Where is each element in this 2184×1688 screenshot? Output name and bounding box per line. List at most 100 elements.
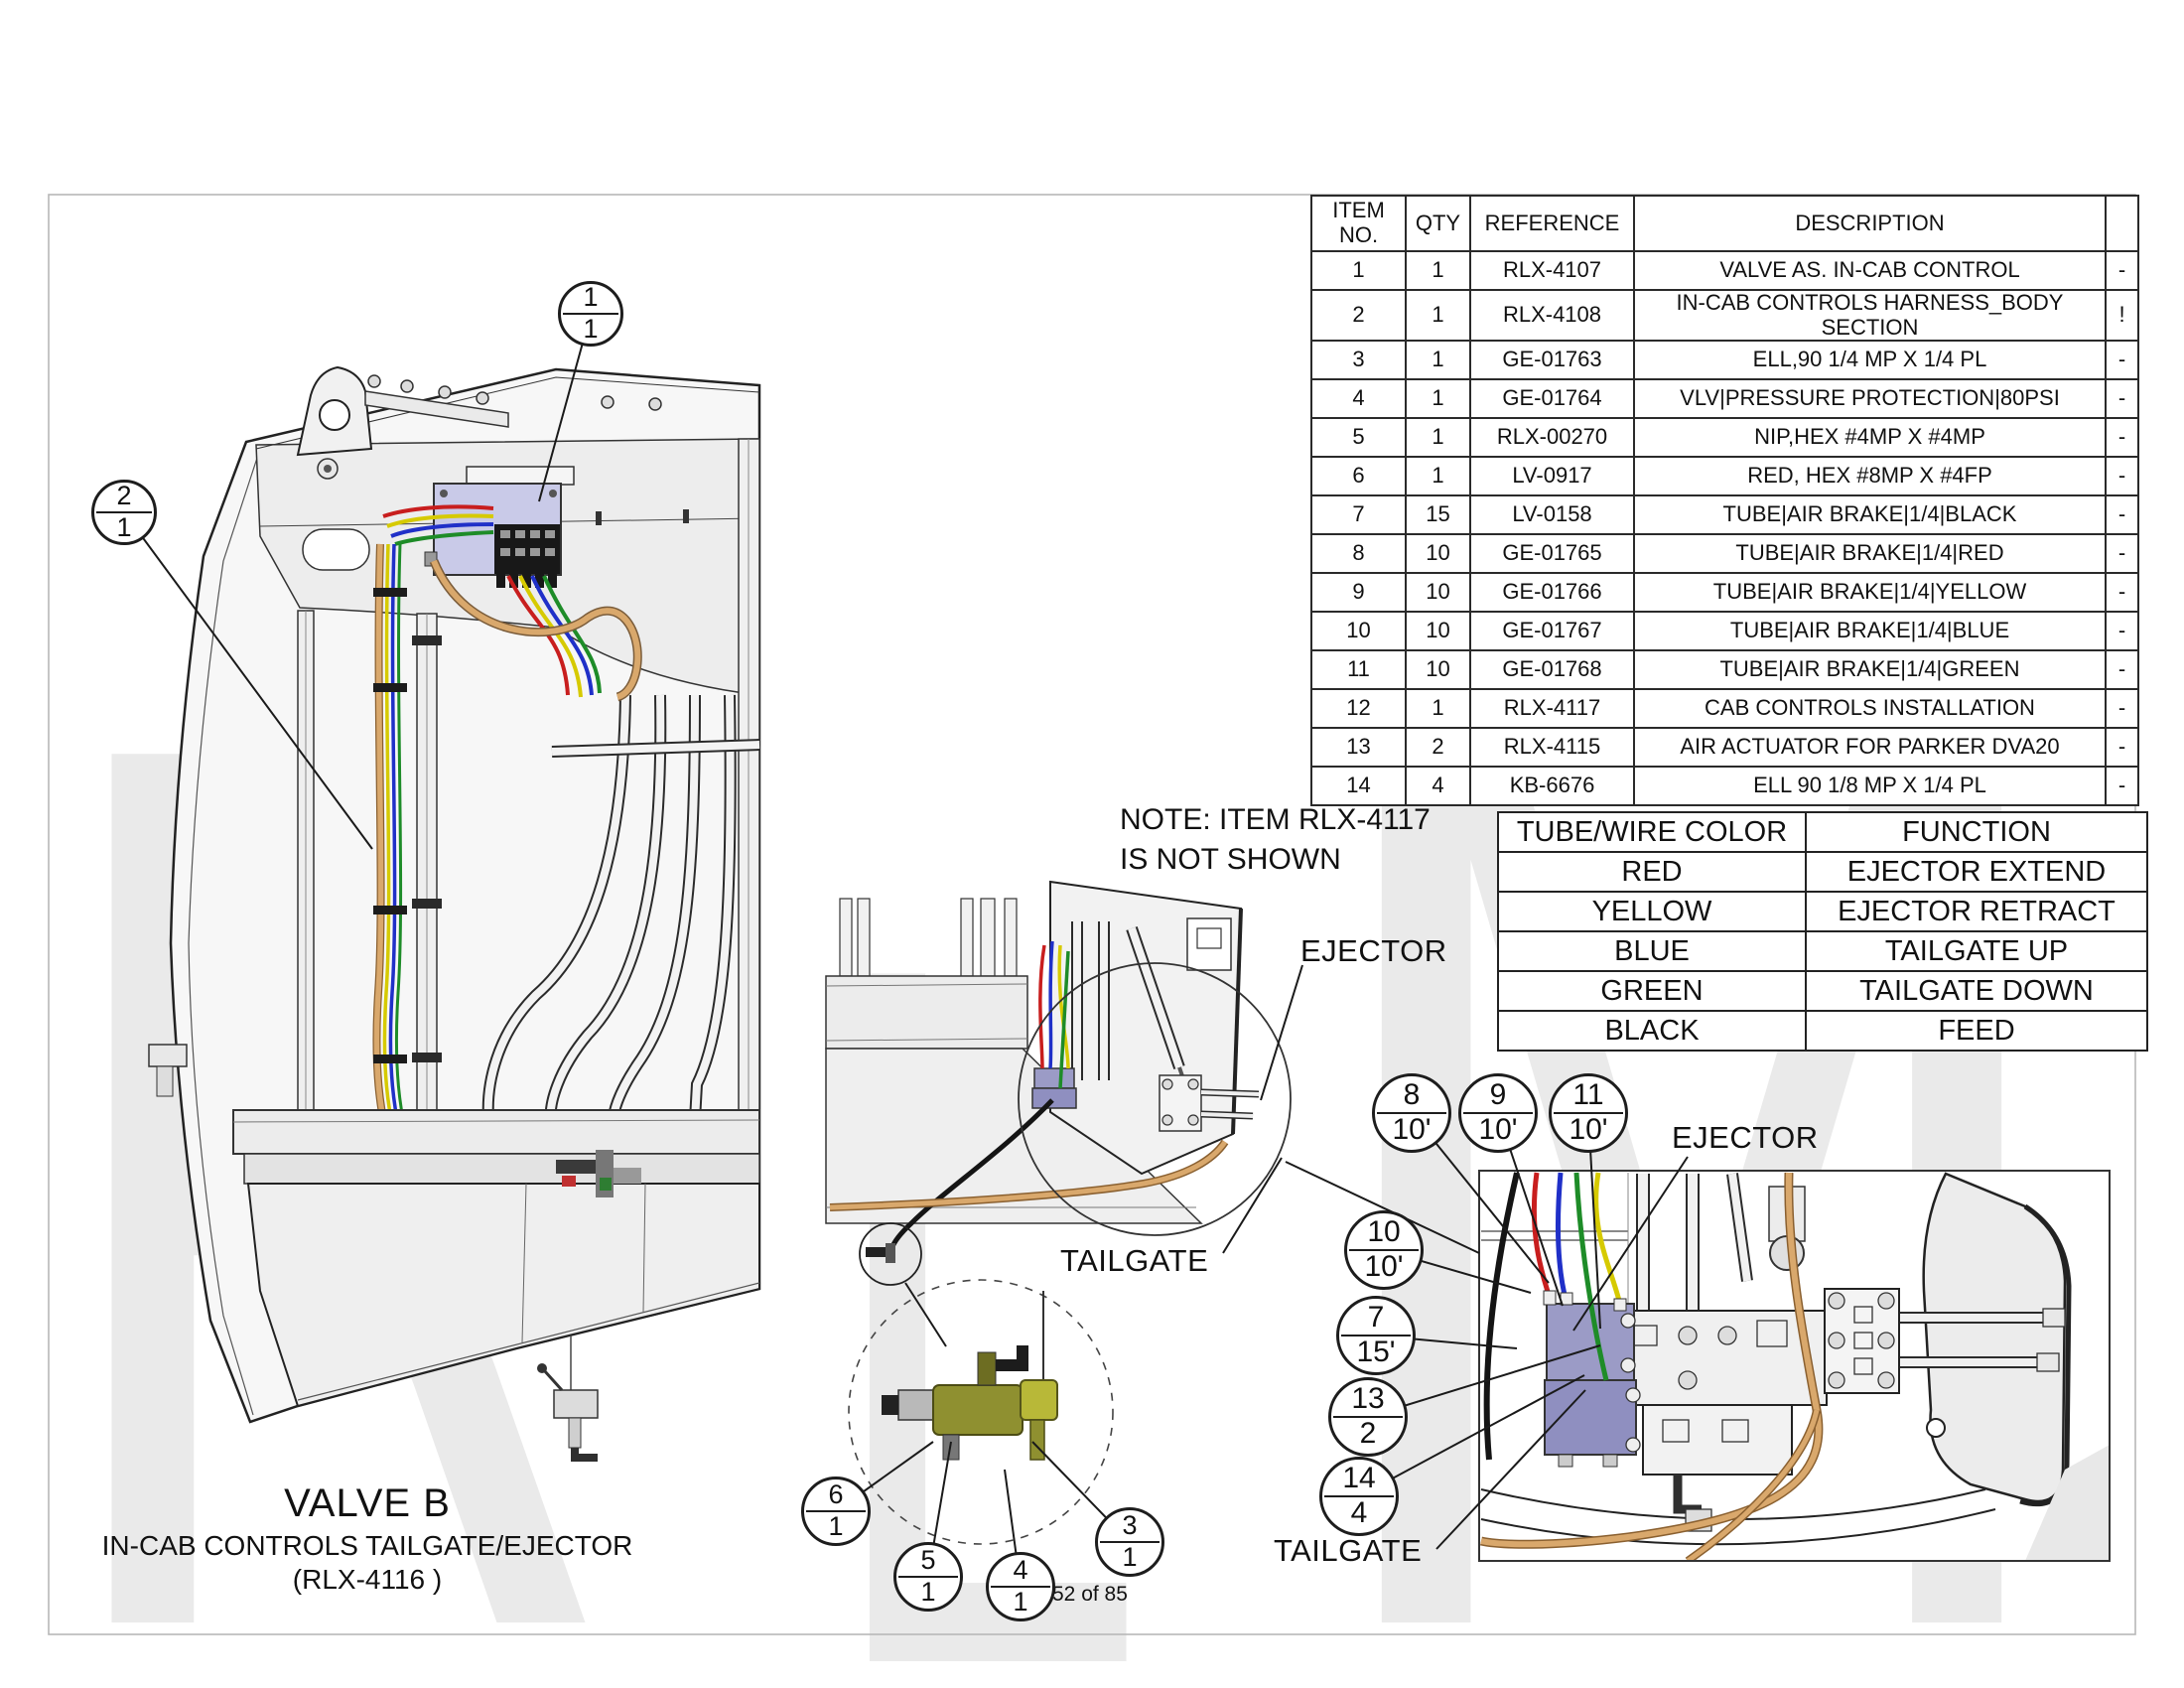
balloon-divider (95, 511, 153, 513)
table-cell-desc: VLV|PRESSURE PROTECTION|80PSI (1633, 378, 2107, 420)
table-cell-desc: TUBE|AIR BRAKE|1/4|BLUE (1633, 611, 2107, 652)
balloon-divider (1324, 1495, 1394, 1497)
clamp-bolts (367, 374, 662, 411)
balloon-item-number: 4 (1013, 1555, 1028, 1586)
table-cell: TAILGATE DOWN (1805, 970, 2148, 1012)
drawing-title: VALVE B (284, 1481, 451, 1525)
balloon-qty: 10' (1364, 1250, 1404, 1283)
table-cell: BLACK (1497, 1010, 1807, 1052)
tailgate-label-right: TAILGATE (1274, 1533, 1423, 1568)
table-cell-flag: - (2105, 250, 2139, 291)
table-cell-qty: 1 (1405, 417, 1471, 459)
table-cell-item: 14 (1310, 766, 1407, 807)
balloon-item-number: 8 (1403, 1078, 1421, 1112)
column-header: FUNCTION (1805, 811, 2148, 853)
right-drawing-frame (1478, 1170, 2111, 1562)
table-cell-ref: GE-01767 (1469, 611, 1635, 652)
table-cell-qty: 15 (1405, 494, 1471, 536)
balloon-divider (1099, 1541, 1160, 1543)
table-cell-item: 9 (1310, 572, 1407, 614)
balloon-divider (990, 1586, 1051, 1588)
column-header (2105, 195, 2139, 252)
table-cell-desc: CAB CONTROLS INSTALLATION (1633, 688, 2107, 730)
table-cell-item: 8 (1310, 533, 1407, 575)
detail-circle-middle (1018, 962, 1292, 1236)
column-header: DESCRIPTION (1633, 195, 2107, 252)
table-cell-ref: GE-01765 (1469, 533, 1635, 575)
table-cell-ref: GE-01768 (1469, 649, 1635, 691)
balloon-divider (1463, 1112, 1533, 1114)
table-cell-flag: - (2105, 533, 2139, 575)
middle-drawing (825, 880, 1292, 1286)
table-cell-item: 4 (1310, 378, 1407, 420)
balloon-qty: 1 (1122, 1542, 1138, 1572)
table-cell-ref: RLX-4115 (1469, 727, 1635, 769)
balloon-item-number: 3 (1122, 1510, 1138, 1541)
table-cell: FEED (1805, 1010, 2148, 1052)
table-cell-item: 3 (1310, 340, 1407, 381)
balloon-qty: 1 (828, 1511, 844, 1541)
table-cell: TAILGATE UP (1805, 930, 2148, 972)
balloon-item-number: 2 (116, 481, 132, 511)
balloon-item-number: 7 (1367, 1301, 1385, 1335)
balloon-qty: 1 (1013, 1587, 1028, 1617)
note-text: NOTE: ITEM RLX-4117 IS NOT SHOWN (1120, 800, 1431, 880)
table-cell-qty: 1 (1405, 288, 1471, 343)
table-cell: EJECTOR RETRACT (1805, 891, 2148, 932)
table-cell-desc: NIP,HEX #4MP X #4MP (1633, 417, 2107, 459)
table-cell-ref: LV-0158 (1469, 494, 1635, 536)
table-cell-ref: RLX-4117 (1469, 688, 1635, 730)
table-cell-qty: 1 (1405, 250, 1471, 291)
table-cell-ref: GE-01763 (1469, 340, 1635, 381)
table-cell-item: 13 (1310, 727, 1407, 769)
table-cell-desc: ELL,90 1/4 MP X 1/4 PL (1633, 340, 2107, 381)
balloon-item-number: 5 (920, 1545, 936, 1576)
column-header: ITEM NO. (1310, 195, 1407, 252)
table-cell-qty: 10 (1405, 572, 1471, 614)
tailgate-label-middle: TAILGATE (1060, 1243, 1209, 1278)
table-cell-desc: TUBE|AIR BRAKE|1/4|YELLOW (1633, 572, 2107, 614)
hoses (481, 694, 760, 1123)
table-cell: RED (1497, 851, 1807, 893)
drawing-part-number: (RLX-4116 ) (292, 1564, 443, 1595)
balloon-item-number: 1 (583, 282, 599, 313)
balloon-divider (805, 1510, 867, 1512)
column-header: QTY (1405, 195, 1471, 252)
table-cell-item: 12 (1310, 688, 1407, 730)
table-cell-item: 7 (1310, 494, 1407, 536)
balloon-qty: 15' (1356, 1336, 1396, 1368)
table-cell-ref: KB-6676 (1469, 766, 1635, 807)
detail-circle-bottom (848, 1279, 1114, 1545)
table-cell-qty: 1 (1405, 688, 1471, 730)
table-cell-desc: AIR ACTUATOR FOR PARKER DVA20 (1633, 727, 2107, 769)
table-cell-ref: RLX-4107 (1469, 250, 1635, 291)
table-cell: EJECTOR EXTEND (1805, 851, 2148, 893)
right-drawing (1478, 1170, 2111, 1562)
column-header: REFERENCE (1469, 195, 1635, 252)
table-cell-item: 5 (1310, 417, 1407, 459)
table-cell-flag: - (2105, 417, 2139, 459)
table-cell-flag: - (2105, 611, 2139, 652)
table-cell-desc: RED, HEX #8MP X #4FP (1633, 456, 2107, 497)
